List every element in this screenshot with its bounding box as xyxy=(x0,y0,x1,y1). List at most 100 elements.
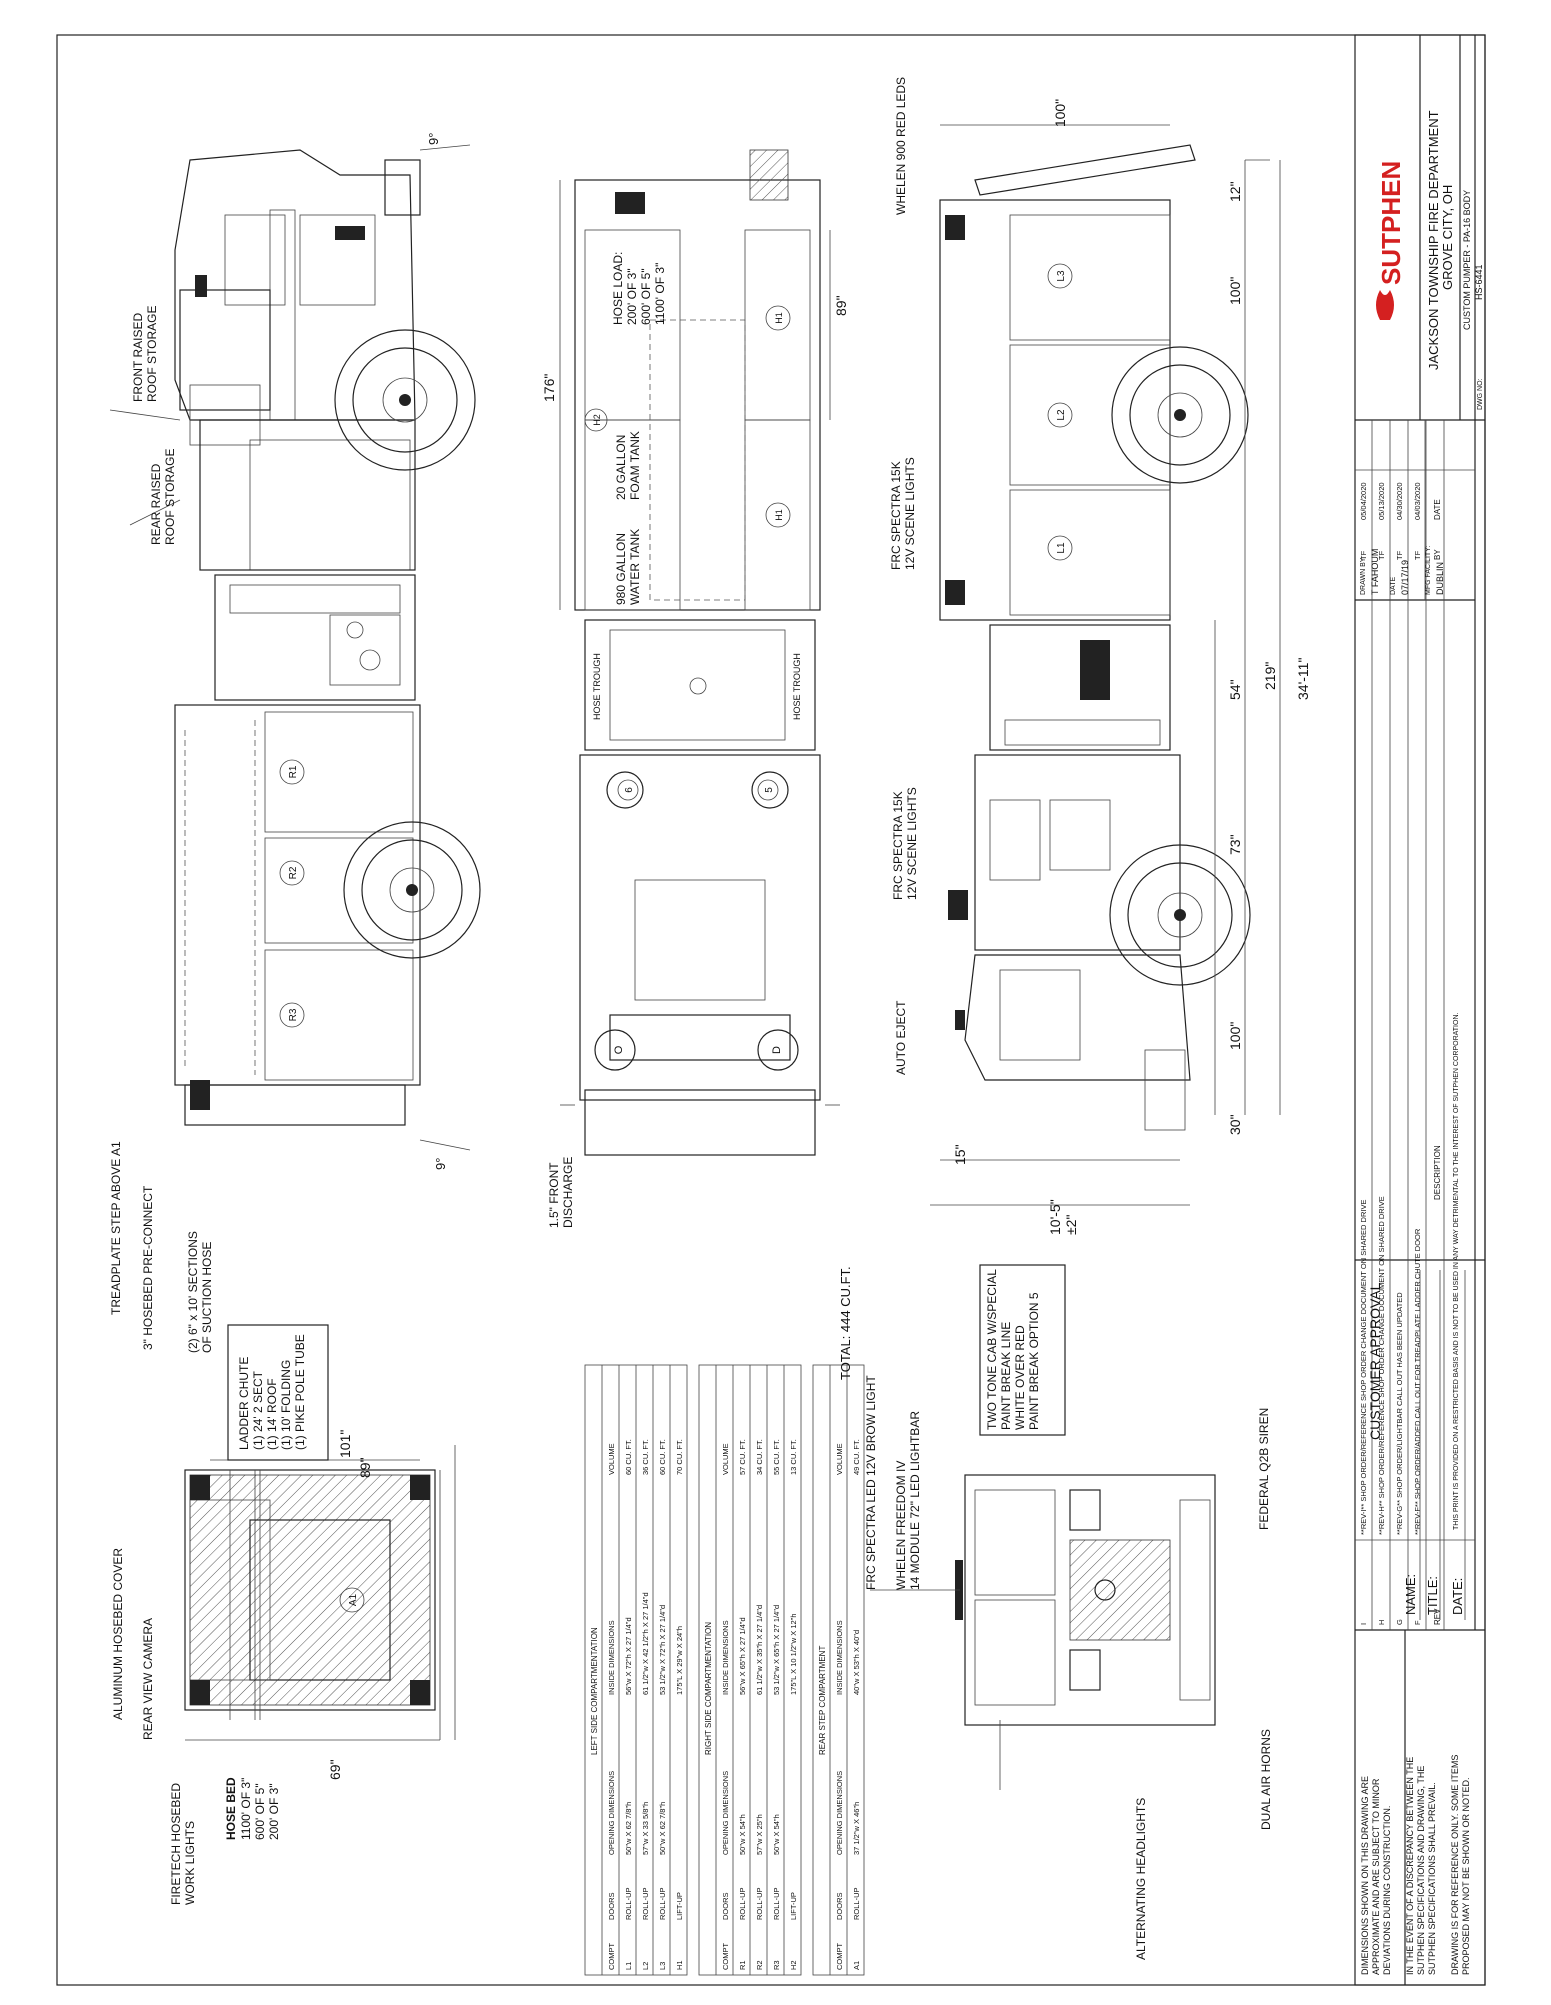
ladder-chute-label: LADDER CHUTE(1) 24' 2 SECT(1) 14' ROOF(1… xyxy=(237,1334,307,1450)
dim-30: 30" xyxy=(1227,1114,1243,1135)
right-side-view: 100" 12" 100" 54" 219" 34'-11" 73" 100" … xyxy=(889,77,1311,1235)
front-raised-roof-storage-label: FRONT RAISEDROOF STORAGE xyxy=(131,306,159,402)
svg-text:D: D xyxy=(771,1046,783,1054)
revision-cell: I xyxy=(1359,1623,1368,1625)
dim-54: 54" xyxy=(1227,679,1243,700)
table-header-cell: INSIDE DIMENSIONS xyxy=(607,1620,616,1695)
table-cell: 70 CU. FT. xyxy=(675,1439,684,1475)
table-cell: R1 xyxy=(738,1960,747,1970)
svg-text:L1: L1 xyxy=(1056,542,1067,554)
table-cell: A1 xyxy=(852,1961,861,1970)
svg-text:H2: H2 xyxy=(592,414,602,426)
table-cell: 50"w X 62 7/8"h xyxy=(624,1802,633,1855)
svg-text:H1: H1 xyxy=(774,509,784,521)
note-discrepancy: IN THE EVENT OF A DISCREPANCY BETWEEN TH… xyxy=(1405,1757,1437,1975)
auto-eject-label: AUTO EJECT xyxy=(894,1000,908,1075)
table-cell: 50"w X 54"h xyxy=(772,1814,781,1855)
frc-spectra-scene-label-2: FRC SPECTRA 15K12V SCENE LIGHTS xyxy=(891,787,919,900)
table-header-cell: OPENING DIMENSIONS xyxy=(835,1771,844,1855)
drawn-by-label: DRAWN BY xyxy=(1360,557,1367,595)
angle-bottom-label: 9° xyxy=(433,1158,448,1170)
by-header: BY xyxy=(1433,549,1442,560)
svg-text:R1: R1 xyxy=(288,765,299,778)
table-cell: 53 1/2"w X 65"h X 27 1/4"d xyxy=(772,1605,781,1695)
dim-15: 15" xyxy=(952,1144,968,1165)
revision-cell: **REV-I** SHOP ORDER/REFERENCE SHOP ORDE… xyxy=(1359,1200,1368,1535)
compartment-table-frame xyxy=(812,1364,865,1976)
hose-trough-right-label: HOSE TROUGH xyxy=(792,653,802,720)
revision-cell: 05/13/2020 xyxy=(1377,482,1386,520)
top-marker-h1-b: H1 xyxy=(765,502,791,528)
table-cell: 55 CU. FT. xyxy=(772,1439,781,1475)
hose-trough-left-label: HOSE TROUGH xyxy=(592,653,602,720)
approval-date-label: DATE: xyxy=(1450,1578,1465,1615)
compartment-marker-r2: R2 xyxy=(279,860,305,886)
customer-approval-title: CUSTOMER APPROVAL xyxy=(1367,1282,1383,1440)
title-block: SUTPHEN JACKSON TOWNSHIP FIRE DEPARTMENT… xyxy=(1354,34,1486,1986)
revision-cell: **REV-G** SHOP ORDER/LIGHTBAR CALL OUT H… xyxy=(1395,1292,1404,1535)
brand-logo-text: SUTPHEN xyxy=(1376,161,1406,285)
svg-text:A1: A1 xyxy=(348,1593,359,1606)
table-cell: 57"w X 25"h xyxy=(755,1814,764,1855)
rev-header: REV xyxy=(1433,1608,1442,1625)
table-cell: L2 xyxy=(641,1962,650,1970)
table-cell: R3 xyxy=(772,1960,781,1970)
front-view: FRC SPECTRA LED 12V BROW LIGHT WHELEN FR… xyxy=(864,1375,1273,1960)
table-header-cell: OPENING DIMENSIONS xyxy=(607,1771,616,1855)
whelen-900-label: WHELEN 900 RED LEDS xyxy=(894,77,908,215)
table-cell: 175"L X 29"w X 24"h xyxy=(675,1626,684,1695)
table-cell: ROLL-UP xyxy=(755,1887,764,1920)
left-side-view: FRONT RAISEDROOF STORAGE REAR RAISEDROOF… xyxy=(109,133,481,1170)
svg-text:H1: H1 xyxy=(774,312,784,324)
svg-text:L3: L3 xyxy=(1056,270,1067,282)
dim-height: 10'-5"±2" xyxy=(1047,1199,1079,1235)
compartment-tables: LEFT SIDE COMPARTMENTATION COMPT DOORS OPEN… xyxy=(584,1364,865,1976)
federal-siren-label: FEDERAL Q2B SIREN xyxy=(1257,1408,1271,1530)
top-dim-width: 89" xyxy=(833,295,849,316)
table-cell: ROLL-UP xyxy=(641,1887,650,1920)
table-cell: LIFT-UP xyxy=(789,1892,798,1920)
water-tank-label: 980 GALLONWATER TANK xyxy=(614,529,642,605)
compartment-marker-a1: A1 xyxy=(339,1587,365,1613)
table-header-cell: DOORS xyxy=(835,1892,844,1920)
rear-camera-label: REAR VIEW CAMERA xyxy=(141,1618,155,1740)
dim-34-11: 34'-11" xyxy=(1295,658,1311,700)
dim-73: 73" xyxy=(1227,834,1243,855)
paint-note-box xyxy=(979,1264,1066,1436)
top-marker-d: D xyxy=(771,1046,783,1054)
table-cell: 57"w X 33 5/8"h xyxy=(641,1802,650,1855)
note-dimensions: DIMENSIONS SHOWN ON THIS DRAWING AREAPPR… xyxy=(1360,1776,1392,1975)
angle-top-label: 9° xyxy=(426,133,441,145)
table-cell: L1 xyxy=(624,1962,633,1970)
table-header-cell: COMPT xyxy=(835,1943,844,1971)
revision-cell: G xyxy=(1395,1619,1404,1625)
top-marker-5: 5 xyxy=(757,779,779,801)
table-cell: H2 xyxy=(789,1960,798,1970)
dim-219: 219" xyxy=(1262,662,1278,690)
date-header: DATE xyxy=(1433,499,1442,520)
revision-cell: TF xyxy=(1413,550,1422,560)
table-cell: 61 1/2"w X 35"h X 27 1/4"d xyxy=(755,1605,764,1695)
compartment-marker-r3: R3 xyxy=(279,1002,305,1028)
ladder-chute-box xyxy=(227,1324,329,1461)
sutphen-flame-icon xyxy=(1376,290,1394,320)
svg-text:5: 5 xyxy=(764,787,775,793)
drawing-number: HS-6441 xyxy=(1474,264,1484,300)
top-marker-6: 6 xyxy=(617,779,639,801)
compartment-marker-l3: L3 xyxy=(1047,263,1073,289)
table-header-cell: INSIDE DIMENSIONS xyxy=(721,1620,730,1695)
table-cell: 60 CU. FT. xyxy=(624,1439,633,1475)
compartment-table-title: REAR STEP COMPARTMENT xyxy=(818,1646,827,1755)
compartment-marker-l2: L2 xyxy=(1047,402,1073,428)
mfg-facility-label: MFG FACILITY: xyxy=(1425,546,1432,595)
date-field-label: DATE xyxy=(1390,577,1397,595)
foam-tank-label: 20 GALLONFOAM TANK xyxy=(614,431,642,500)
revision-cell: 05/04/2020 xyxy=(1359,482,1368,520)
top-marker-h2: H2 xyxy=(584,408,608,432)
compartment-table-title: LEFT SIDE COMPARTMENTATION xyxy=(590,1627,599,1755)
department-name: JACKSON TOWNSHIP FIRE DEPARTMENT xyxy=(1426,110,1441,370)
table-header-cell: VOLUME xyxy=(607,1443,616,1475)
table-header-cell: INSIDE DIMENSIONS xyxy=(835,1620,844,1695)
